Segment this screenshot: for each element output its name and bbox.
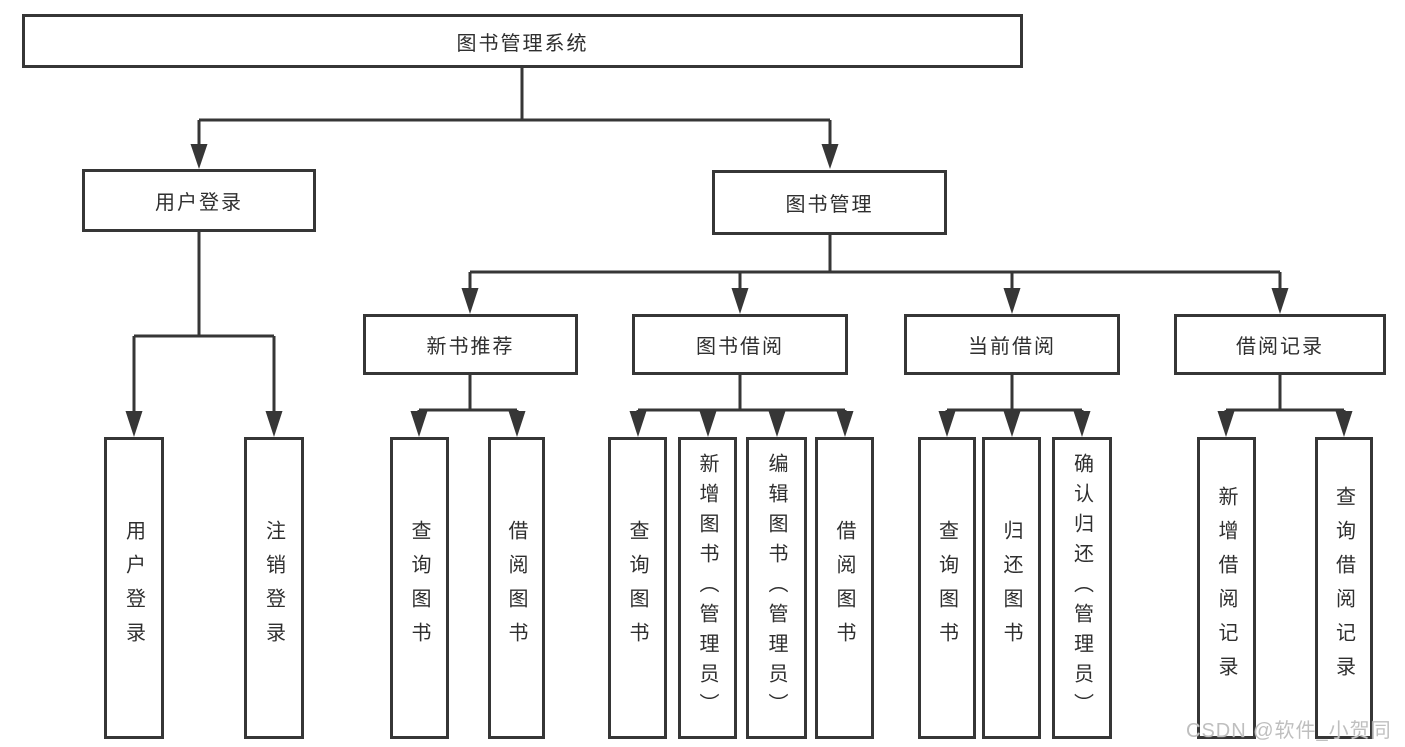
node-book-borrowing: 图书借阅 [632,314,848,375]
leaf-query-books-borrowing: 查询图书 [608,437,667,739]
arrowhead [125,411,143,437]
connector-bookmgmt-to-level3 [468,235,1282,290]
node-book-management: 图书管理 [712,170,947,235]
arrowhead [1335,411,1353,437]
arrowhead [1271,288,1289,314]
arrowhead [768,411,786,437]
arrowhead [461,288,479,314]
arrowhead [938,411,956,437]
leaf-add-books-admin: 新增图书（管理员） [678,437,737,739]
connector-root-to-level2 [197,68,832,146]
arrowhead [1073,411,1091,437]
connector-currentborrow-to-leaves [945,375,1084,414]
arrowhead [1003,288,1021,314]
connector-newbook-to-leaves [417,375,519,414]
leaf-add-borrow-record: 新增借阅记录 [1197,437,1256,739]
arrowhead [699,411,717,437]
leaf-confirm-return-admin: 确认归还（管理员） [1052,437,1112,739]
leaf-edit-books-admin: 编辑图书（管理员） [746,437,807,739]
arrowhead [410,411,428,437]
leaf-borrow-books-recommend: 借阅图书 [488,437,545,739]
node-current-borrowing: 当前借阅 [904,314,1120,375]
arrowhead [1217,411,1235,437]
node-borrow-records: 借阅记录 [1174,314,1386,375]
connector-userlogin-to-leaves [132,232,276,413]
csdn-watermark: CSDN @软件_小贺同学 [1186,720,1392,742]
arrowhead [836,411,854,437]
leaf-query-books-current: 查询图书 [918,437,976,739]
leaf-query-borrow-record: 查询借阅记录 [1315,437,1373,739]
arrowhead [821,144,839,169]
connector-bookborrow-to-leaves [636,375,847,414]
node-new-book-recommend: 新书推荐 [363,314,578,375]
leaf-query-books-recommend: 查询图书 [390,437,449,739]
node-root-library-system: 图书管理系统 [22,14,1023,68]
arrowhead [629,411,647,437]
leaf-user-login: 用户登录 [104,437,164,739]
arrowhead [508,411,526,437]
arrowheads [125,144,1353,437]
arrowhead [265,411,283,437]
arrowhead [1003,411,1021,437]
leaf-borrow-books: 借阅图书 [815,437,874,739]
node-user-login: 用户登录 [82,169,316,232]
leaf-logout: 注销登录 [244,437,304,739]
arrowhead [190,144,208,169]
connector-borrowrecord-to-leaves [1224,375,1346,414]
arrowhead [731,288,749,314]
leaf-return-books: 归还图书 [982,437,1041,739]
